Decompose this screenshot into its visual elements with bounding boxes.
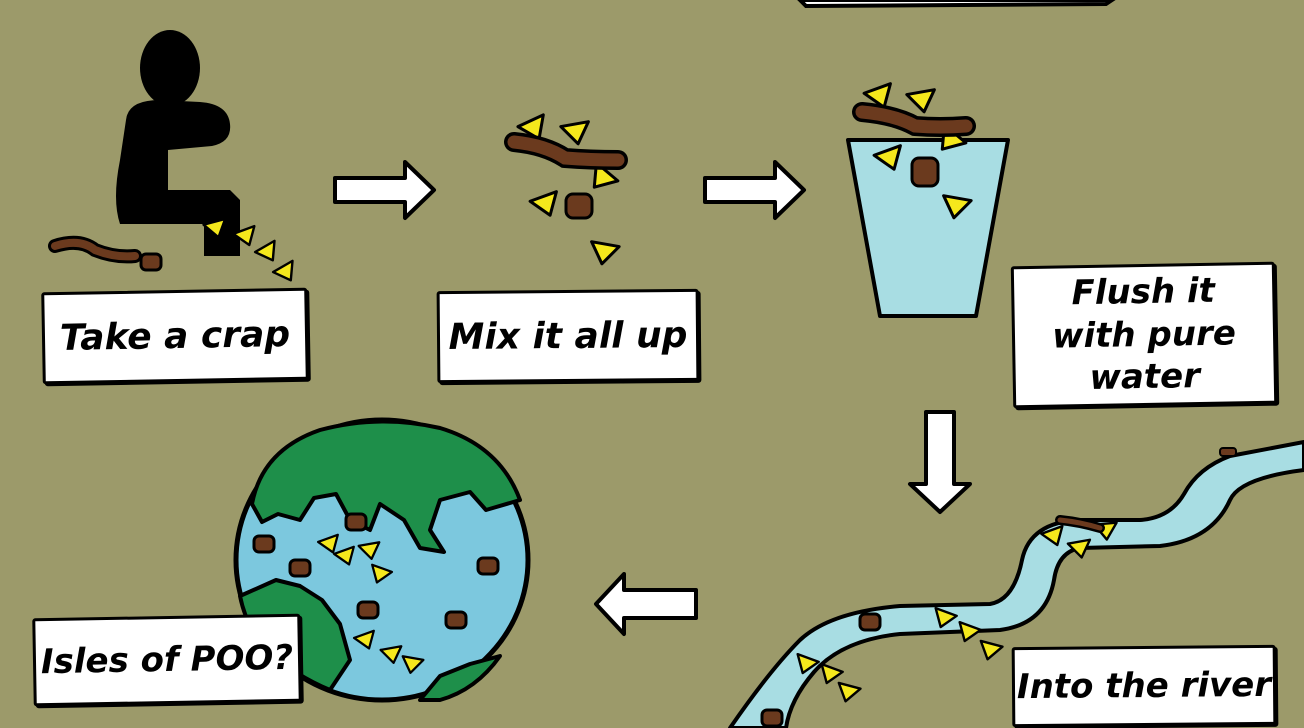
step-label-mix-it-all-up: Mix it all up (437, 289, 700, 383)
step-label-take-a-crap: Take a crap (41, 288, 309, 385)
step3-cup (848, 84, 1008, 316)
top-banner-edge (800, 0, 1112, 6)
step1-poo (55, 243, 161, 270)
arrow-down-icon (910, 412, 970, 512)
arrow-left-icon (596, 574, 696, 634)
step2-mix (514, 115, 619, 266)
step-label-into-the-river: Into the river (1012, 645, 1277, 727)
step-label-flush-it: Flush it with pure water (1011, 262, 1277, 409)
step-label-isles-of-poo: Isles of POO? (32, 614, 301, 707)
arrow-right-icon-2 (705, 162, 804, 218)
arrow-right-icon (335, 162, 434, 218)
